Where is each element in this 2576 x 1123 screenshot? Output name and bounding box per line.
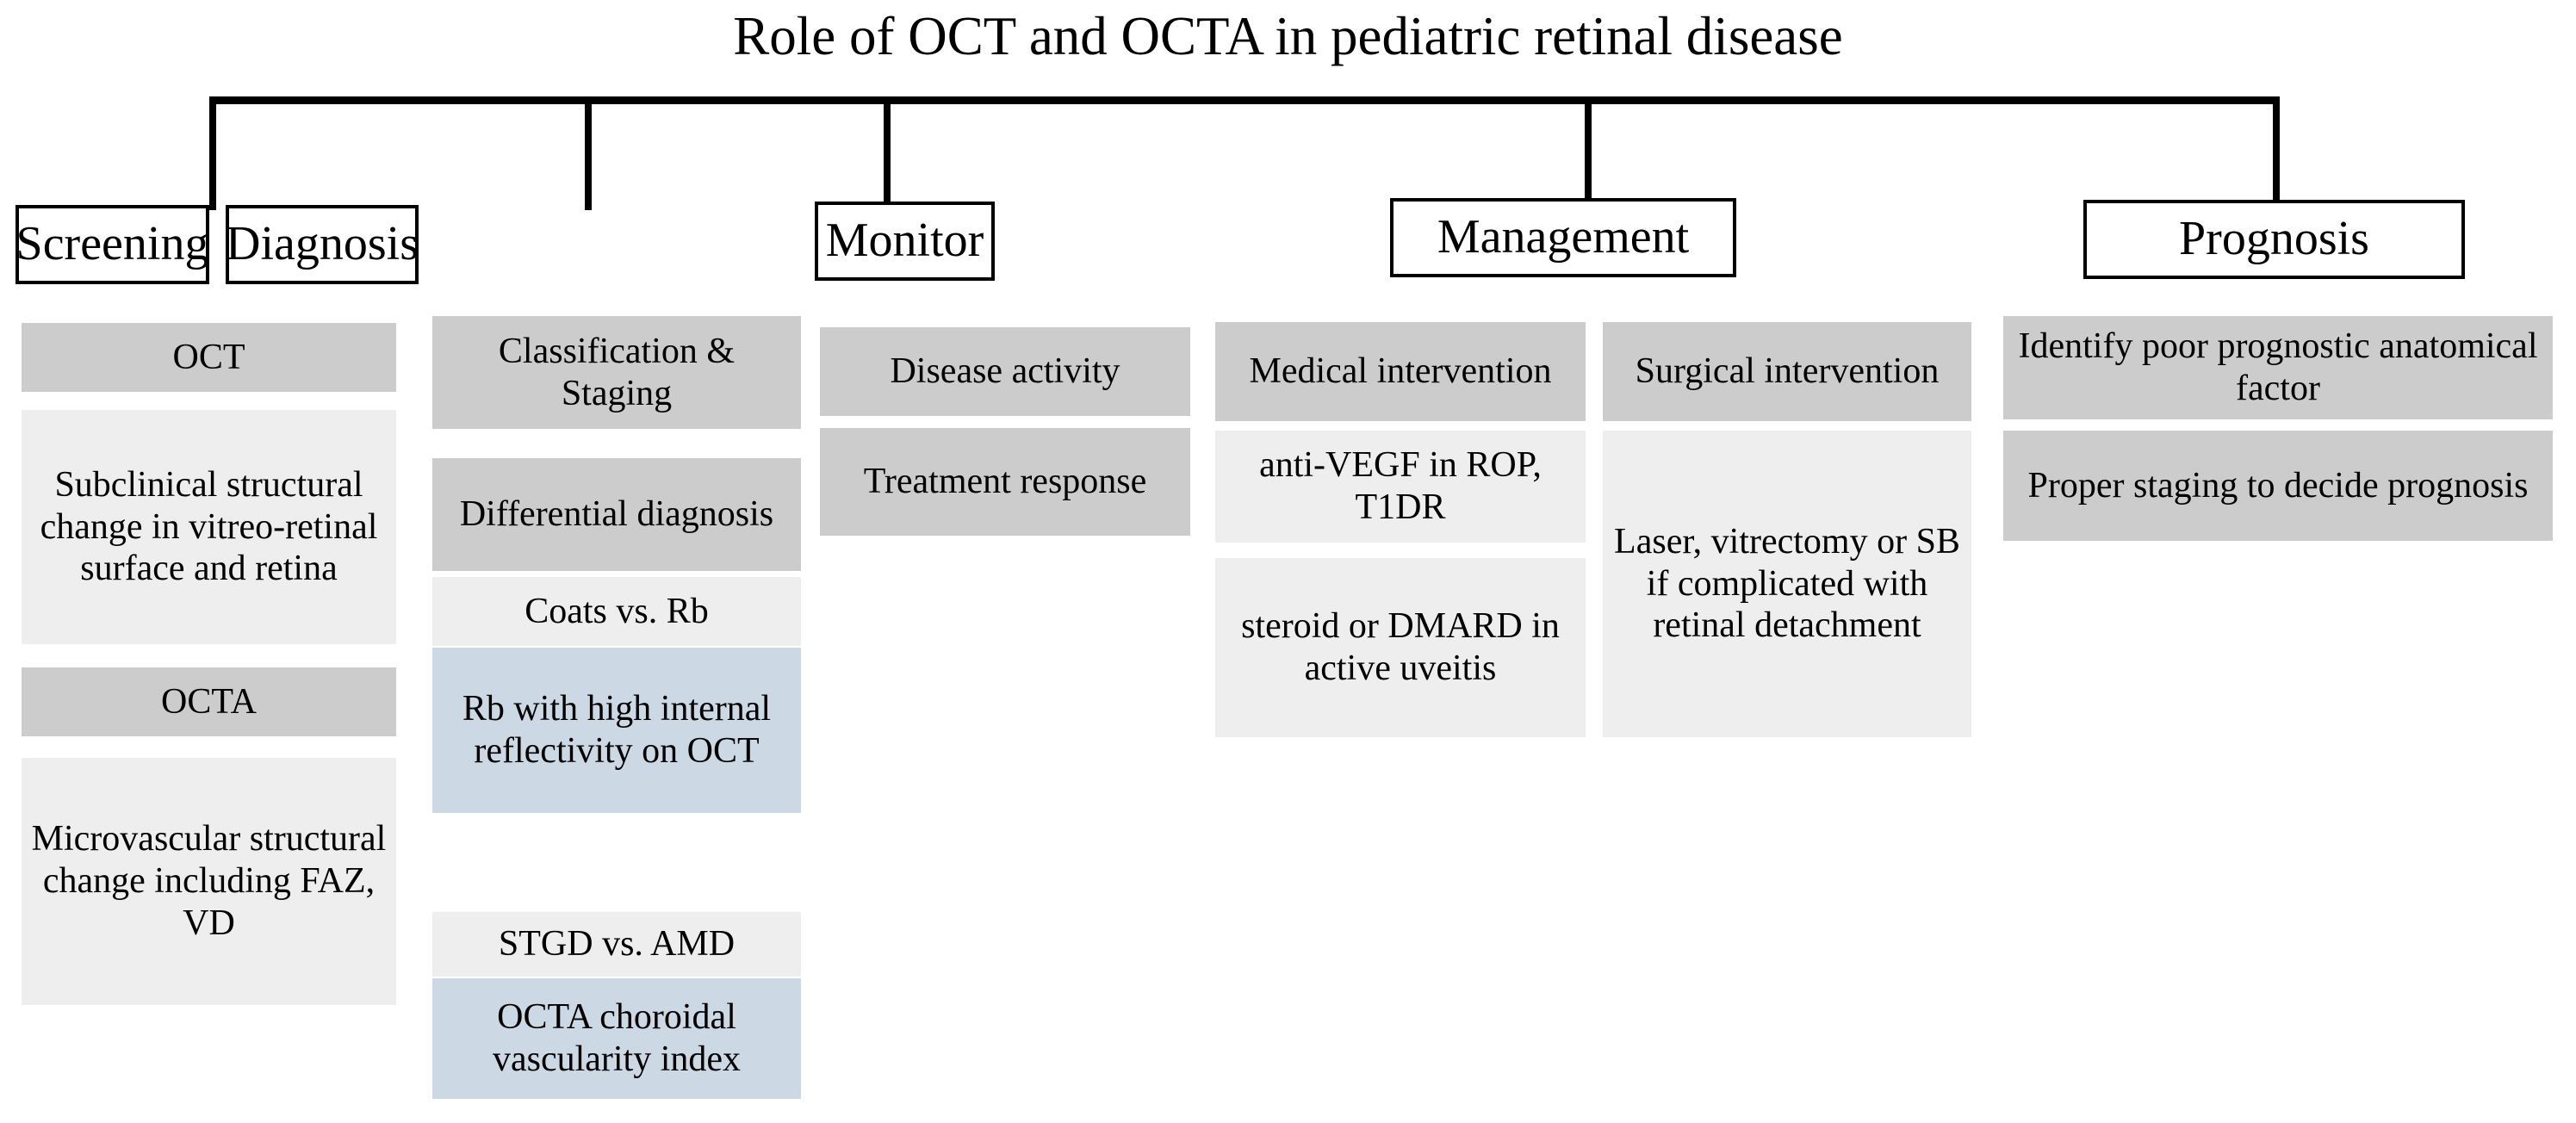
chip-anti-vegf[interactable]: anti-VEGF in ROP, T1DR: [1215, 431, 1586, 543]
connector-vertical-screening: [209, 96, 216, 210]
chip-label: anti-VEGF in ROP, T1DR: [1259, 445, 1542, 527]
chip-oct[interactable]: OCT: [22, 323, 396, 392]
chip-steroid-dmard[interactable]: steroid or DMARD in active uveitis: [1215, 558, 1586, 737]
branch-box-screening[interactable]: Screening: [16, 205, 209, 284]
chip-disease-activity[interactable]: Disease activity: [820, 327, 1190, 416]
connector-vertical-prognosis: [2273, 96, 2280, 203]
chip-label: Microvascular structural change includin…: [31, 819, 387, 943]
branch-label-diagnosis: Diagnosis: [226, 217, 419, 271]
chip-oct-detail[interactable]: Subclinical structural change in vitreo-…: [22, 410, 396, 644]
chip-octa[interactable]: OCTA: [22, 667, 396, 736]
chip-label: Identify poor prognostic anatomical fact…: [2018, 326, 2538, 408]
chip-coats-vs-rb-box[interactable]: Coats vs. Rb: [432, 577, 801, 646]
chip-stgd-vs-amd[interactable]: STGD vs. AMD: [432, 912, 801, 977]
chip-treatment-response[interactable]: Treatment response: [820, 428, 1190, 536]
branch-box-diagnosis[interactable]: Diagnosis: [226, 205, 419, 284]
branch-label-screening: Screening: [16, 217, 209, 271]
chip-rb-high-reflectivity[interactable]: Rb with high internal reflectivity on OC…: [432, 648, 801, 813]
chip-label: OCT: [172, 337, 245, 377]
branch-box-prognosis[interactable]: Prognosis: [2083, 200, 2465, 279]
chip-label: OCTA: [161, 681, 257, 722]
page-title: Role of OCT and OCTA in pediatric retina…: [733, 6, 1843, 66]
chip-label: Differential diagnosis: [459, 494, 774, 535]
connector-vertical-monitor: [884, 96, 891, 203]
chip-laser-vitrectomy-sb[interactable]: Laser, vitrectomy or SB if complicated w…: [1603, 431, 1971, 737]
chip-label: Proper staging to decide prognosis: [2027, 465, 2529, 506]
chip-octa-detail[interactable]: Microvascular structural change includin…: [22, 758, 396, 1005]
connector-horizontal-trunk: [209, 96, 2280, 104]
branch-box-monitor[interactable]: Monitor: [815, 202, 995, 281]
branch-box-management[interactable]: Management: [1390, 198, 1736, 277]
chip-label: Treatment response: [863, 462, 1147, 502]
chip-label: Coats vs. Rb: [525, 591, 709, 631]
chip-label: Subclinical structural change in vitreo-…: [40, 464, 378, 589]
connector-vertical-diagnosis: [585, 96, 592, 210]
chip-label: steroid or DMARD in active uveitis: [1241, 606, 1560, 688]
chip-octa-cvi[interactable]: OCTA choroidal vascularity index: [432, 978, 801, 1099]
chip-poor-prognostic-factor[interactable]: Identify poor prognostic anatomical fact…: [2003, 316, 2553, 419]
branch-label-monitor: Monitor: [825, 214, 984, 268]
chip-label: Classification & Staging: [498, 331, 736, 413]
chip-label: Surgical intervention: [1635, 351, 1940, 392]
connector-vertical-management: [1585, 96, 1592, 203]
chip-label: Medical intervention: [1249, 351, 1552, 392]
chip-label: STGD vs. AMD: [498, 924, 736, 965]
chip-label: Laser, vitrectomy or SB if complicated w…: [1614, 521, 1960, 646]
chip-label: Rb with high internal reflectivity on OC…: [462, 689, 772, 771]
branch-label-management: Management: [1437, 210, 1690, 264]
chip-surgical-intervention[interactable]: Surgical intervention: [1603, 322, 1971, 421]
chip-label: Disease activity: [890, 351, 1120, 392]
chip-differential-diagnosis[interactable]: Differential diagnosis: [432, 458, 801, 571]
chip-medical-intervention[interactable]: Medical intervention: [1215, 322, 1586, 421]
branch-label-prognosis: Prognosis: [2179, 212, 2369, 266]
chip-proper-staging[interactable]: Proper staging to decide prognosis: [2003, 431, 2553, 541]
chip-label: OCTA choroidal vascularity index: [492, 997, 742, 1079]
chip-classification-staging[interactable]: Classification & Staging: [432, 316, 801, 429]
